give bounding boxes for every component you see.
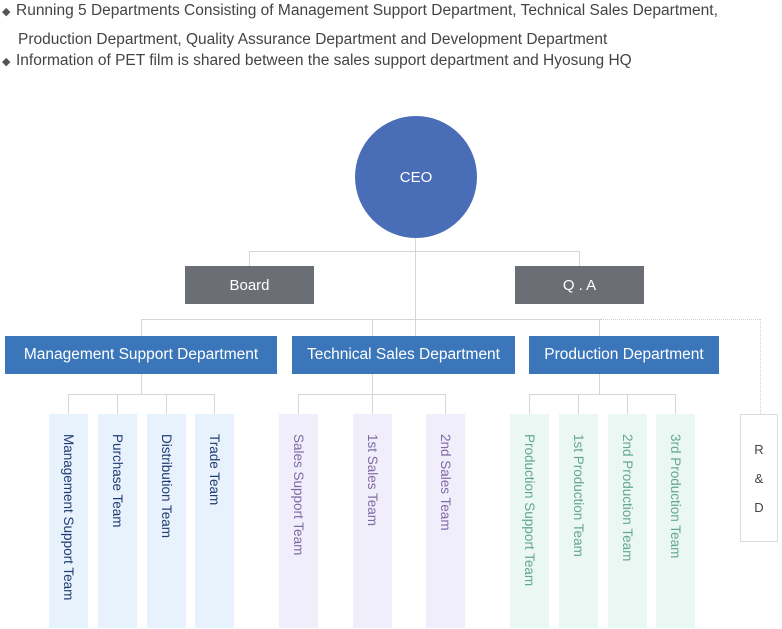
team-1st-sales: 1st Sales Team <box>353 414 392 628</box>
bullet-departments: ◆ Running 5 Departments Consisting of Man… <box>2 0 718 54</box>
team-trade: Trade Team <box>195 414 234 628</box>
team-label: Production Support Team <box>522 434 537 587</box>
team-label: 1st Sales Team <box>365 434 380 527</box>
team-2nd-sales: 2nd Sales Team <box>426 414 465 628</box>
team-label: Distribution Team <box>159 434 174 539</box>
bullet-pet-film: ◆ Information of PET film is shared betwe… <box>2 47 632 76</box>
team-label: 2nd Production Team <box>620 434 635 562</box>
bullet-1-line-2: Production Department, Quality Assurance… <box>18 31 608 48</box>
team-label: Trade Team <box>207 434 222 506</box>
technical-sales-department: Technical Sales Department <box>292 336 515 374</box>
team-label: Sales Support Team <box>291 434 306 556</box>
team-3rd-production: 3rd Production Team <box>656 414 695 628</box>
team-sales-support: Sales Support Team <box>279 414 318 628</box>
team-label: 1st Production Team <box>571 434 586 557</box>
rd-letter-r: R <box>754 441 764 457</box>
rd-letter-d: D <box>754 499 764 515</box>
team-label: 2nd Sales Team <box>438 434 453 531</box>
team-label: Purchase Team <box>110 434 125 528</box>
team-distribution: Distribution Team <box>147 414 186 628</box>
team-management-support: Management Support Team <box>49 414 88 628</box>
team-production-support: Production Support Team <box>510 414 549 628</box>
diamond-bullet-icon: ◆ <box>2 56 11 68</box>
qa-node: Q . A <box>515 266 644 304</box>
rd-node: R & D <box>740 414 778 542</box>
bullet-2-text: Information of PET film is shared betwee… <box>16 52 632 69</box>
board-node: Board <box>185 266 314 304</box>
team-2nd-production: 2nd Production Team <box>608 414 647 628</box>
bullet-1-line-1: Running 5 Departments Consisting of Mana… <box>16 2 718 19</box>
team-label: 3rd Production Team <box>668 434 683 559</box>
rd-ampersand: & <box>754 470 764 486</box>
production-department: Production Department <box>529 336 719 374</box>
ceo-node: CEO <box>355 116 477 238</box>
management-support-department: Management Support Department <box>5 336 277 374</box>
team-purchase: Purchase Team <box>98 414 137 628</box>
team-label: Management Support Team <box>61 434 76 601</box>
diamond-bullet-icon: ◆ <box>2 6 11 18</box>
team-1st-production: 1st Production Team <box>559 414 598 628</box>
